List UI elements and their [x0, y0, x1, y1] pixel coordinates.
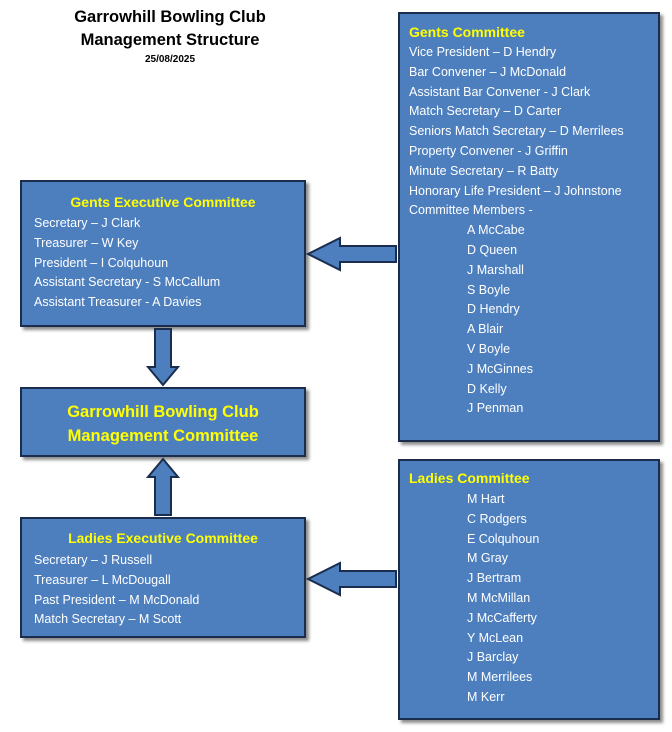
- gents-committee-role: Honorary Life President – J Johnstone: [409, 183, 622, 198]
- gents-committee-role: Vice President – D Hendry: [409, 45, 557, 59]
- diagram-header: Garrowhill Bowling Club Management Struc…: [20, 6, 320, 65]
- gents-executive-role: Assistant Treasurer - A Davies: [34, 295, 202, 310]
- gents-committee-member: D Queen: [467, 242, 518, 257]
- gents-executive-box: Gents Executive Committee Secretary – J …: [20, 180, 306, 327]
- ladies-committee-member: M McMillan: [467, 590, 531, 605]
- gents-committee-role: Match Secretary – D Carter: [409, 104, 562, 119]
- ladies-committee-member: C Rodgers: [467, 511, 527, 526]
- gents-executive-role: Secretary – J Clark: [34, 216, 141, 230]
- ladies-executive-role: Treasurer – L McDougall: [34, 572, 171, 587]
- management-committee-box: Garrowhill Bowling Club Management Commi…: [20, 387, 306, 457]
- ladies-committee-member: M Hart: [467, 492, 505, 506]
- gents-committee-member: A Blair: [467, 322, 504, 337]
- management-committee-title-line1: Garrowhill Bowling Club: [67, 403, 259, 421]
- ladies-executive-role: Past President – M McDonald: [34, 592, 200, 607]
- ladies-committee-member: M Kerr: [467, 689, 505, 704]
- arrow-ladies-exec-to-management: [145, 457, 181, 516]
- arrow-ladies-to-ladies-exec: [305, 561, 397, 597]
- header-title-line1: Garrowhill Bowling Club: [74, 8, 266, 26]
- gents-committee-role: Property Convener - J Griffin: [409, 143, 568, 158]
- gents-committee-members-heading: Committee Members -: [409, 203, 533, 218]
- gents-committee-member: J Marshall: [467, 262, 524, 277]
- ladies-executive-box: Ladies Executive Committee Secretary – J…: [20, 517, 306, 638]
- gents-committee-member: A McCabe: [467, 223, 525, 238]
- gents-executive-title: Gents Executive Committee: [70, 194, 256, 210]
- header-title-line2: Management Structure: [80, 31, 260, 49]
- ladies-committee-member: M Merrilees: [467, 670, 533, 685]
- gents-committee-member: V Boyle: [467, 341, 511, 356]
- ladies-executive-role: Match Secretary – M Scott: [34, 612, 182, 627]
- gents-committee-member: D Kelly: [467, 381, 507, 396]
- gents-committee-role: Bar Convener – J McDonald: [409, 64, 567, 79]
- gents-committee-member: D Hendry: [467, 302, 520, 317]
- gents-committee-role: Seniors Match Secretary – D Merrilees: [409, 124, 624, 139]
- gents-committee-box: Gents Committee Vice President – D Hendr…: [398, 12, 660, 442]
- gents-committee-member: J Penman: [467, 401, 524, 416]
- ladies-committee-member: Y McLean: [467, 630, 524, 645]
- ladies-committee-member: E Colquhoun: [467, 531, 540, 546]
- gents-committee-role: Minute Secretary – R Batty: [409, 163, 559, 178]
- ladies-committee-member: M Gray: [467, 551, 508, 566]
- header-date: 25/08/2025: [144, 54, 196, 65]
- ladies-executive-title: Ladies Executive Committee: [68, 530, 258, 546]
- arrow-gents-to-gents-exec: [305, 236, 397, 272]
- gents-executive-role: President – I Colquhoun: [34, 255, 169, 270]
- ladies-committee-member: J Barclay: [467, 650, 519, 665]
- ladies-committee-member: J Bertram: [467, 571, 522, 586]
- ladies-committee-box: Ladies Committee M Hart C Rodgers E Colq…: [398, 459, 660, 720]
- ladies-committee-member: J McCafferty: [467, 610, 537, 625]
- gents-executive-role: Assistant Secretary - S McCallum: [34, 275, 221, 290]
- ladies-committee-title: Ladies Committee: [409, 470, 530, 486]
- gents-committee-member: S Boyle: [467, 282, 511, 297]
- gents-executive-role: Treasurer – W Key: [34, 235, 139, 250]
- arrow-gents-exec-to-management: [145, 328, 181, 387]
- ladies-executive-role: Secretary – J Russell: [34, 553, 153, 567]
- gents-committee-role: Assistant Bar Convener - J Clark: [409, 84, 591, 99]
- management-committee-title-line2: Management Committee: [67, 427, 259, 445]
- gents-committee-member: J McGinnes: [467, 361, 533, 376]
- gents-committee-title: Gents Committee: [409, 24, 525, 40]
